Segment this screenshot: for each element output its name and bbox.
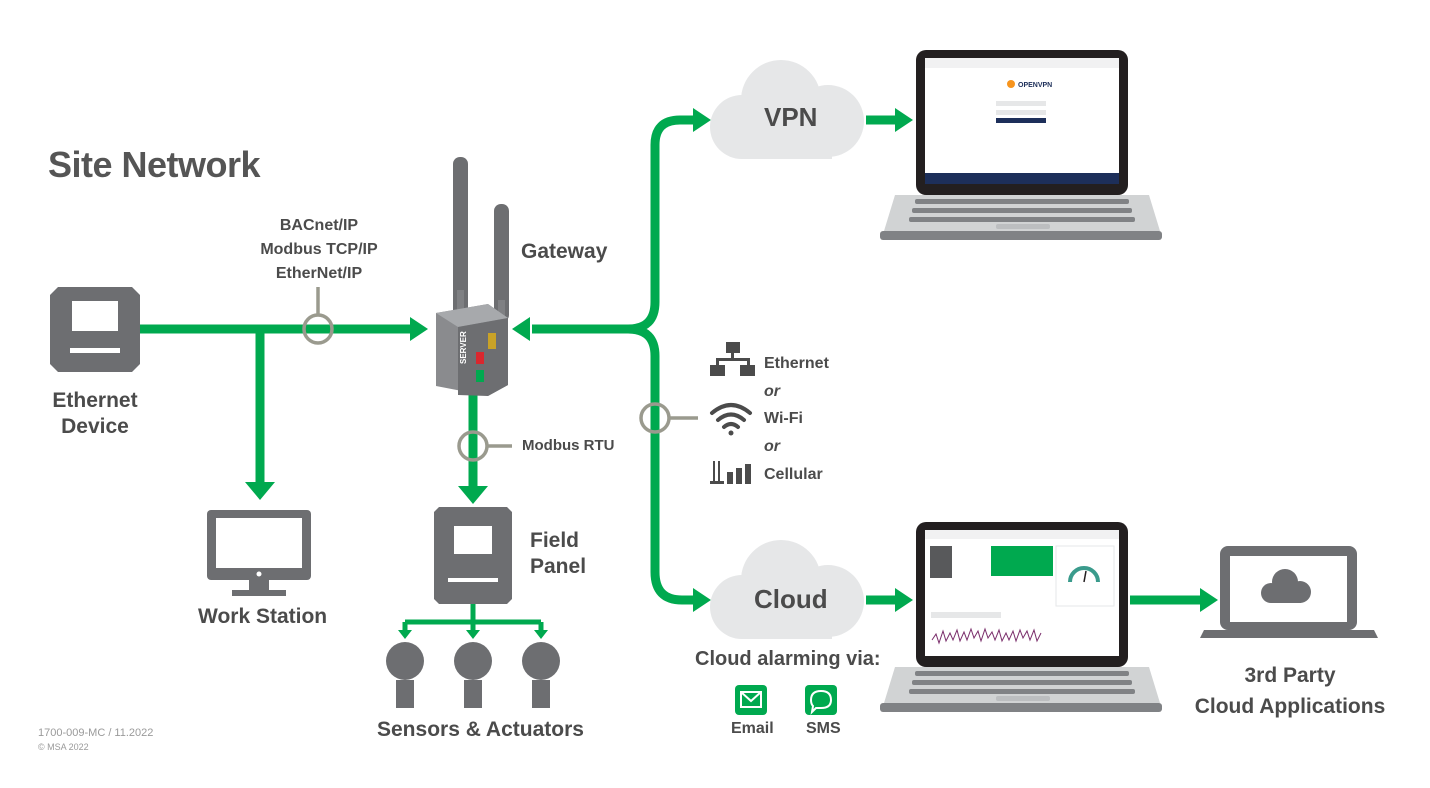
line-to-cloud bbox=[627, 324, 693, 605]
ethernet-device-label-line2: Device bbox=[61, 415, 129, 438]
protocol-ethernet-ip: EtherNet/IP bbox=[275, 265, 363, 282]
sensor-icon bbox=[386, 642, 424, 680]
gateway-icon: SERVER bbox=[436, 157, 509, 396]
line-gateway-trunk bbox=[532, 115, 693, 334]
gateway-label: Gateway bbox=[521, 240, 608, 263]
modbus-rtu-label: Modbus RTU bbox=[522, 437, 615, 454]
ethernet-device-icon bbox=[50, 287, 140, 372]
ring-network bbox=[639, 402, 671, 434]
field-panel-icon bbox=[434, 507, 512, 604]
vpn-screen-logo: OPENVPN bbox=[1018, 82, 1052, 89]
protocol-rings bbox=[302, 287, 698, 462]
field-panel-label-line1: Field bbox=[530, 529, 580, 552]
wifi-icon bbox=[710, 403, 752, 436]
connection-lines bbox=[140, 108, 1218, 612]
ethernet-device-label-line1: Ethernet bbox=[52, 389, 138, 412]
gateway-brand-text: SERVER bbox=[459, 331, 468, 364]
ring-rtu bbox=[457, 430, 489, 462]
connectivity-wifi-label: Wi-Fi bbox=[764, 410, 803, 427]
ethernet-network-icon bbox=[710, 342, 755, 376]
page-title: Site Network bbox=[48, 144, 261, 185]
vpn-laptop-icon: OPENVPN bbox=[880, 50, 1162, 240]
sensors-icons bbox=[386, 642, 560, 708]
connectivity-ethernet-label: Ethernet bbox=[764, 355, 829, 372]
sensor-icon bbox=[454, 642, 492, 680]
protocol-labels: BACnet/IP Modbus TCP/IP EtherNet/IP bbox=[258, 214, 380, 286]
connectivity-or-label: or bbox=[764, 383, 780, 400]
connectivity-or-label-2: or bbox=[764, 438, 780, 455]
footer-copyright: © MSA 2022 bbox=[38, 742, 89, 752]
cloud-label: Cloud bbox=[754, 584, 828, 614]
third-party-laptop-icon bbox=[1200, 546, 1378, 638]
third-party-label: 3rd Party Cloud Applications bbox=[1190, 660, 1390, 722]
protocol-bacnet: BACnet/IP bbox=[279, 217, 359, 234]
sensor-branch bbox=[402, 604, 544, 632]
work-station-label: Work Station bbox=[198, 605, 328, 628]
field-panel-label-line2: Panel bbox=[530, 555, 587, 578]
ethernet-device-label: Ethernet Device bbox=[40, 388, 150, 440]
ring-tcp bbox=[302, 313, 334, 345]
third-party-label-line1: 3rd Party bbox=[1244, 664, 1336, 687]
email-icon bbox=[735, 685, 767, 715]
third-party-label-line2: Cloud Applications bbox=[1194, 695, 1386, 718]
cloud-alarming-label: Cloud alarming via: bbox=[695, 648, 881, 670]
cloud-icon bbox=[1261, 569, 1311, 603]
field-panel-label: Field Panel bbox=[530, 528, 586, 580]
footer-code: 1700-009-MC / 11.2022 bbox=[38, 727, 154, 739]
actuator-icon bbox=[522, 642, 560, 680]
protocol-modbus-tcp: Modbus TCP/IP bbox=[260, 241, 378, 258]
workstation-icon bbox=[207, 510, 311, 596]
cellular-signal-icon bbox=[710, 461, 751, 484]
sms-icon bbox=[805, 685, 837, 715]
sensors-label: Sensors & Actuators bbox=[377, 718, 584, 741]
vpn-label: VPN bbox=[764, 102, 818, 132]
cloud-laptop-icon bbox=[880, 522, 1162, 712]
email-label: Email bbox=[731, 720, 774, 737]
cloud-icon bbox=[710, 540, 864, 639]
sms-label: SMS bbox=[806, 720, 841, 737]
vpn-cloud-icon bbox=[710, 60, 864, 159]
connectivity-cellular-label: Cellular bbox=[764, 466, 823, 483]
